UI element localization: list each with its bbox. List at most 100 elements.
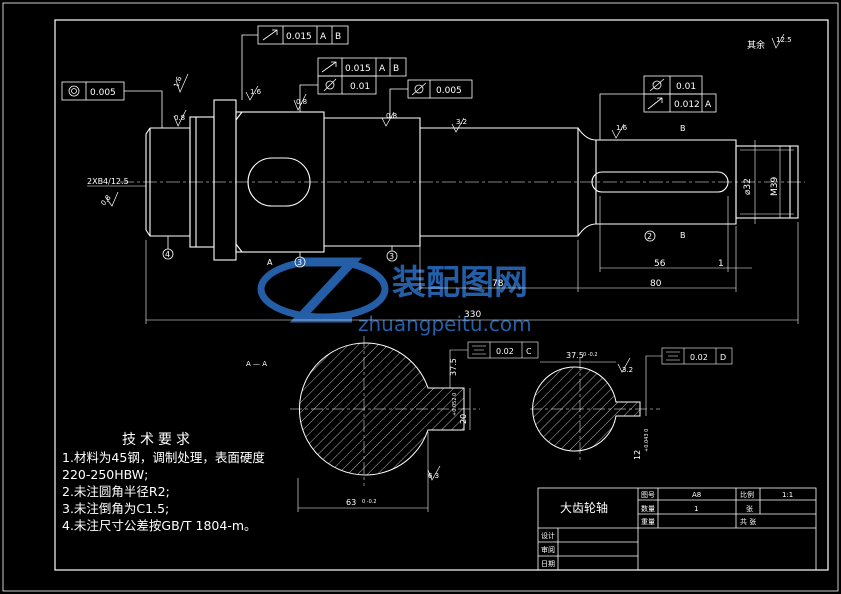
cylindricity-icon: [323, 78, 337, 92]
datum-markers: 4 3 3 2 A B B: [162, 124, 686, 268]
svg-text:0.8: 0.8: [174, 114, 185, 122]
section-left-dims: 63 0 -0.2 20 +0.052 0 37.5 0.02 C: [297, 341, 539, 512]
svg-text:A: A: [379, 64, 386, 74]
gdt-frames: 0.015 A B 0.015 A B 0.01 0.005: [61, 25, 717, 140]
tech-req-item: 2.未注圆角半径R2;: [62, 484, 170, 499]
svg-text:审阅: 审阅: [541, 545, 555, 554]
dim-80: 80: [650, 279, 662, 289]
svg-text:0.005: 0.005: [436, 86, 462, 96]
svg-text:C: C: [526, 347, 532, 356]
section-right-dims: 37.5 0 -0.2 12 +0.043 0 0.02 D: [540, 347, 733, 460]
svg-text:0.8: 0.8: [296, 98, 307, 106]
svg-text:数量: 数量: [641, 504, 655, 513]
svg-text:0 -0.2: 0 -0.2: [362, 499, 377, 505]
center-hole-label: 2XB4/12.5: [87, 177, 129, 186]
svg-text:20: 20: [459, 414, 468, 424]
watermark-text: 装配图网: [392, 263, 528, 303]
roughness-marks: 1.6 0.8 0.8 0.8 3.2 1.6 0.8 1.6 3.2 6.3 …: [99, 33, 792, 481]
svg-text:1.6: 1.6: [616, 124, 628, 132]
shaft-collar: [213, 99, 237, 261]
svg-text:3: 3: [297, 258, 302, 267]
svg-text:A8: A8: [692, 491, 701, 499]
shaft-thread: [735, 145, 799, 219]
watermark-z-icon: [289, 257, 363, 323]
svg-text:0.01: 0.01: [676, 82, 696, 92]
tech-req-item: 1.材料为45钢，调制处理，表面硬度: [62, 450, 265, 465]
part-name: 大齿轮轴: [560, 500, 608, 515]
section-aa-label: A — A: [246, 360, 267, 368]
dim-1: 1: [718, 259, 724, 269]
keyway-gear: [247, 157, 311, 207]
watermark: 装配图网 zhuangpeitu.com: [257, 257, 532, 336]
svg-text:重量: 重量: [641, 518, 655, 526]
svg-text:6.3: 6.3: [428, 472, 439, 480]
svg-text:B: B: [680, 124, 686, 133]
svg-text:4: 4: [165, 250, 170, 259]
svg-text:B: B: [680, 231, 686, 240]
shaft-long-section: [420, 127, 579, 237]
svg-text:0.012: 0.012: [674, 100, 700, 110]
section-right-body: [532, 366, 641, 452]
svg-text:比例: 比例: [740, 490, 754, 499]
svg-text:0.015: 0.015: [345, 64, 371, 74]
svg-text:0.8: 0.8: [99, 194, 112, 208]
symmetry-icon: [472, 345, 486, 355]
roughness-icon: [175, 73, 189, 93]
gdt-mid-runout: 0.015 A B 0.01: [299, 57, 407, 112]
watermark-url: zhuangpeitu.com: [358, 312, 532, 336]
svg-text:1:1: 1:1: [782, 491, 793, 499]
svg-text:A: A: [705, 100, 712, 110]
svg-text:2: 2: [647, 232, 652, 241]
svg-text:37.5: 37.5: [449, 358, 458, 376]
svg-text:0.02: 0.02: [690, 353, 708, 362]
tech-req-title: 技术要求: [122, 432, 194, 448]
technical-requirements: 技术要求 1.材料为45钢，调制处理，表面硬度 220-250HBW; 2.未注…: [62, 432, 362, 534]
gdt-top-runout: 0.015 A B: [241, 25, 349, 100]
other-roughness: 其余: [747, 39, 765, 51]
svg-text:B: B: [393, 64, 399, 74]
svg-text:0 -0.2: 0 -0.2: [583, 352, 598, 358]
symmetry-icon: [666, 351, 680, 361]
svg-text:A: A: [267, 258, 273, 267]
svg-text:日期: 日期: [541, 560, 555, 568]
tech-req-item: 220-250HBW;: [62, 467, 149, 482]
shaft-view: [120, 99, 805, 261]
svg-text:D: D: [720, 353, 726, 362]
svg-text:设计: 设计: [541, 531, 555, 540]
keyway-coupling: [591, 171, 729, 193]
svg-text:0.8: 0.8: [386, 112, 397, 120]
gdt-right-cyl: 0.005: [389, 79, 473, 118]
dim-330: 330: [464, 310, 481, 320]
title-block: [537, 487, 817, 571]
main-dimensions: 330 78 80 56 1 ⌀32 M39 2XB4/12.5: [87, 140, 799, 324]
svg-text:3.2: 3.2: [622, 366, 633, 374]
svg-text:张: 张: [746, 504, 753, 513]
svg-text:0.015: 0.015: [286, 32, 312, 42]
svg-text:+0.043 0: +0.043 0: [644, 429, 650, 452]
runout-icon: [321, 61, 337, 73]
svg-text:1.6: 1.6: [172, 75, 184, 89]
section-right: [530, 358, 660, 460]
svg-text:3: 3: [389, 252, 394, 261]
runout-icon: [262, 29, 278, 41]
svg-text:12.5: 12.5: [776, 36, 792, 44]
dim-78: 78: [492, 279, 504, 289]
section-left: [290, 336, 480, 486]
dim-m39: M39: [770, 177, 780, 196]
svg-text:12: 12: [633, 450, 642, 460]
shaft-gear-seat: [235, 111, 325, 253]
dim-dia-32: ⌀32: [743, 178, 753, 195]
svg-text:图号: 图号: [641, 491, 655, 499]
svg-text:A: A: [320, 32, 327, 42]
svg-text:0.01: 0.01: [350, 82, 370, 92]
svg-text:共 张: 共 张: [740, 517, 756, 526]
svg-text:63: 63: [346, 498, 356, 507]
svg-text:0.005: 0.005: [90, 88, 116, 98]
gdt-left-conc: 0.005: [61, 81, 163, 128]
inner-border: [54, 19, 829, 571]
svg-text:B: B: [335, 32, 341, 42]
svg-text:1: 1: [694, 505, 698, 513]
svg-text:+0.052 0: +0.052 0: [452, 393, 458, 416]
